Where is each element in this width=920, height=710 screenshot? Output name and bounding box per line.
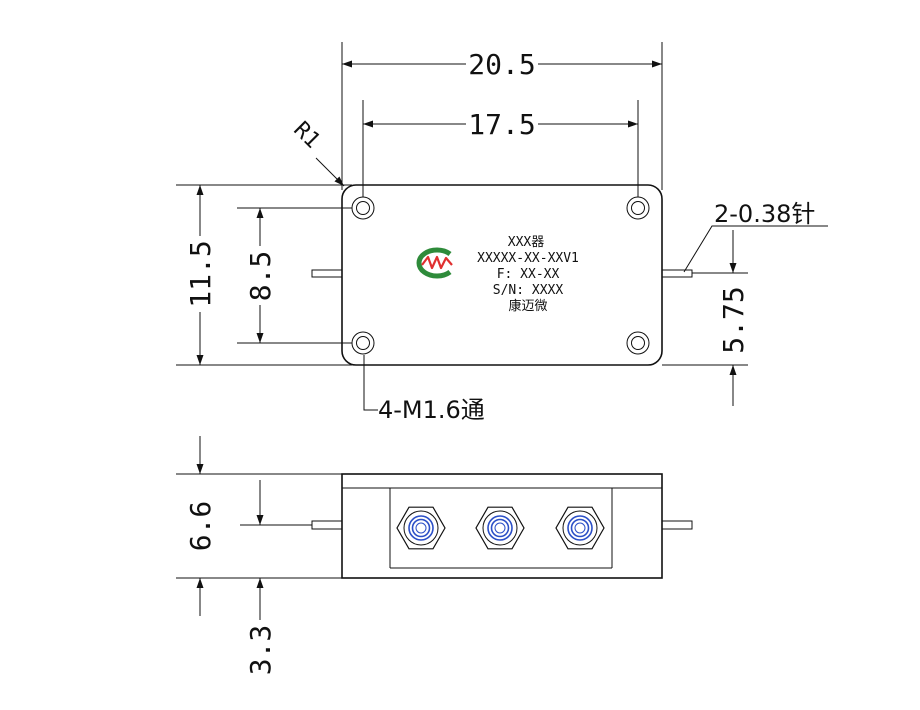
callout-pin-spec: 2-0.38针 [714, 200, 815, 228]
marking-line-2: XXXXX-XX-XXV1 [477, 251, 579, 266]
right-pin [661, 269, 693, 278]
left-pin [311, 269, 343, 278]
pin-leader [683, 225, 828, 273]
dim-hole-spacing-x: 17.5 [468, 108, 535, 141]
side-right-pin [661, 520, 693, 530]
radius-leader [315, 157, 345, 187]
side-view [176, 436, 693, 620]
marking-line-1: XXX器 [508, 235, 544, 250]
sma-connector [475, 506, 525, 550]
dim-side-height: 6.6 [184, 501, 217, 552]
marking-line-3: F: XX-XX [497, 267, 560, 282]
callout-mount-holes: 4-M1.6通 [378, 396, 485, 424]
dim-hole-spacing-y: 8.5 [244, 251, 277, 302]
hole-leader [363, 355, 378, 411]
mount-hole [351, 331, 375, 355]
sma-connector [396, 506, 446, 550]
callout-corner-radius: R1 [288, 117, 324, 153]
company-logo-icon [416, 247, 453, 279]
dim-overall-height: 11.5 [184, 240, 217, 307]
dim-side-pin-height: 3.3 [244, 625, 277, 676]
mount-hole [351, 196, 375, 220]
mount-hole [626, 196, 650, 220]
mount-hole [626, 331, 650, 355]
marking-line-5: 康迈微 [508, 298, 547, 314]
top-view [176, 42, 828, 411]
dim-overall-length: 20.5 [468, 48, 535, 81]
dim-pin-height: 5.75 [717, 286, 750, 353]
sma-connector [555, 506, 605, 550]
marking-line-4: S/N: XXXX [493, 283, 564, 298]
side-left-pin [311, 520, 343, 530]
